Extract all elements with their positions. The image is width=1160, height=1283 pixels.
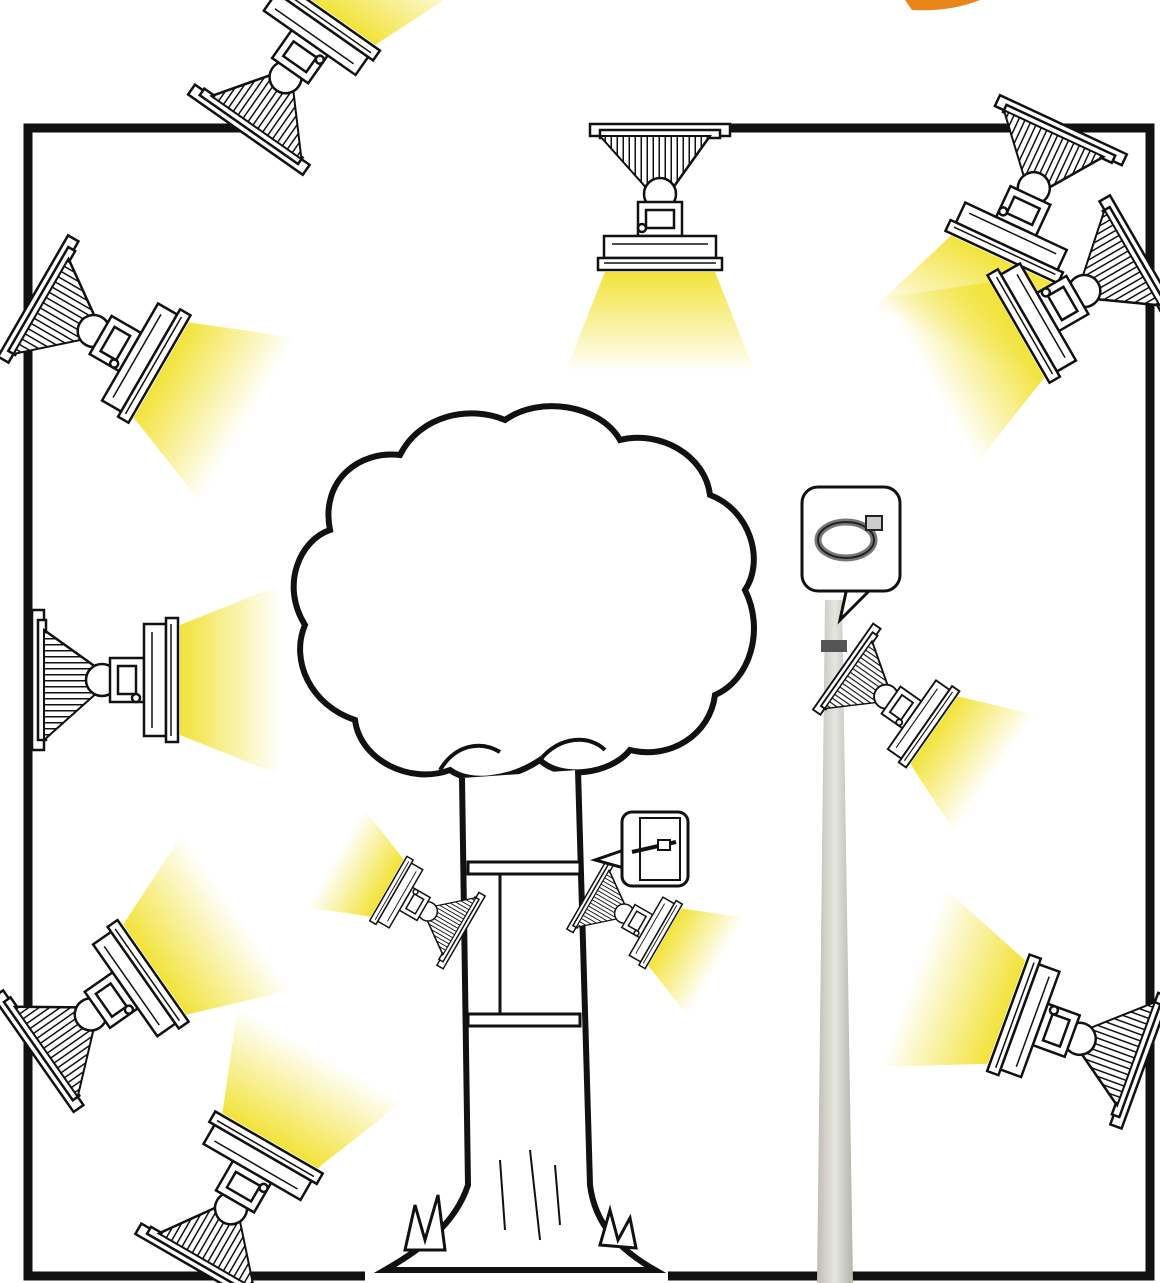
- floodlight-icon: [879, 888, 1160, 1130]
- cable-tie-callout: [589, 810, 690, 888]
- floodlight-icon: [134, 1006, 403, 1283]
- pole: [817, 600, 853, 1283]
- hose-clamp-callout: [800, 485, 902, 625]
- corner-accent: [905, 0, 980, 11]
- floodlight-icon: [30, 585, 280, 775]
- floodlight-icon: [186, 0, 466, 176]
- floodlight-icon: [0, 234, 296, 503]
- hose-clamp-icon: [814, 515, 883, 562]
- cable-tie-icon: [631, 817, 681, 881]
- tree: [290, 403, 757, 1273]
- wall-outline: [23, 123, 1155, 1281]
- floodlight-icon: [565, 122, 755, 372]
